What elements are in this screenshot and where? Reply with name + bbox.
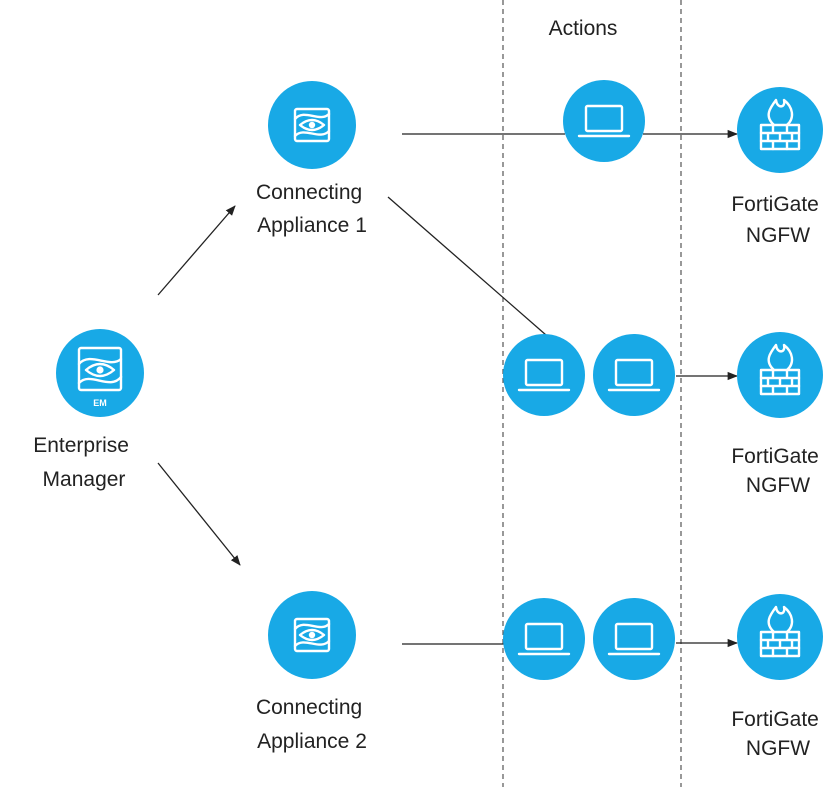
- action-laptop-middle-1[interactable]: [503, 334, 585, 416]
- connector-appliance-1-to-action-middle: [387, 196, 547, 336]
- firewall-3-label-line1: FortiGate: [731, 708, 819, 731]
- action-laptop-middle-2[interactable]: [593, 334, 675, 416]
- enterprise-manager-icon: [77, 346, 123, 392]
- appliance-1-label-line1: Connecting: [256, 181, 362, 204]
- connecting-appliance-icon: [293, 107, 331, 143]
- firewall-icon: [759, 98, 801, 151]
- appliance-1-label: Connecting Appliance 1: [256, 181, 368, 237]
- fortigate-firewall-1[interactable]: [737, 87, 823, 173]
- firewall-2-label-line1: FortiGate: [731, 445, 819, 468]
- firewall-1-label-line2: NGFW: [746, 224, 810, 247]
- fortigate-firewall-3[interactable]: [737, 594, 823, 680]
- appliance-1-label-line2: Appliance 1: [257, 214, 367, 237]
- actions-zone-title: Actions: [549, 17, 618, 40]
- firewall-2-label: FortiGate NGFW: [731, 445, 824, 497]
- connecting-appliance-1-node[interactable]: [268, 81, 356, 169]
- em-badge: EM: [93, 398, 107, 408]
- firewall-3-label-line2: NGFW: [746, 737, 810, 760]
- firewall-1-label: FortiGate NGFW: [731, 193, 824, 247]
- action-laptop-top[interactable]: [563, 80, 645, 162]
- enterprise-manager-label: Enterprise Manager: [33, 434, 135, 491]
- laptop-icon: [577, 104, 631, 138]
- fortigate-firewall-2[interactable]: [737, 332, 823, 418]
- laptop-icon: [517, 622, 571, 656]
- action-laptop-bottom-2[interactable]: [593, 598, 675, 680]
- firewall-3-label: FortiGate NGFW: [731, 708, 824, 760]
- enterprise-manager-node[interactable]: EM: [56, 329, 144, 417]
- laptop-icon: [517, 358, 571, 392]
- firewall-icon: [759, 343, 801, 396]
- enterprise-manager-label-line1: Enterprise: [33, 434, 129, 457]
- appliance-2-label-line2: Appliance 2: [257, 730, 367, 753]
- appliance-2-label: Connecting Appliance 2: [256, 696, 368, 753]
- enterprise-manager-label-line2: Manager: [43, 468, 126, 491]
- firewall-2-label-line2: NGFW: [746, 474, 810, 497]
- laptop-icon: [607, 358, 661, 392]
- appliance-2-label-line1: Connecting: [256, 696, 362, 719]
- action-laptop-bottom-1[interactable]: [503, 598, 585, 680]
- connecting-appliance-icon: [293, 617, 331, 653]
- arrow-em-to-appliance-2: [157, 462, 241, 566]
- firewall-icon: [759, 605, 801, 658]
- laptop-icon: [607, 622, 661, 656]
- firewall-1-label-line1: FortiGate: [731, 193, 819, 216]
- arrow-em-to-appliance-1: [157, 205, 236, 296]
- connecting-appliance-2-node[interactable]: [268, 591, 356, 679]
